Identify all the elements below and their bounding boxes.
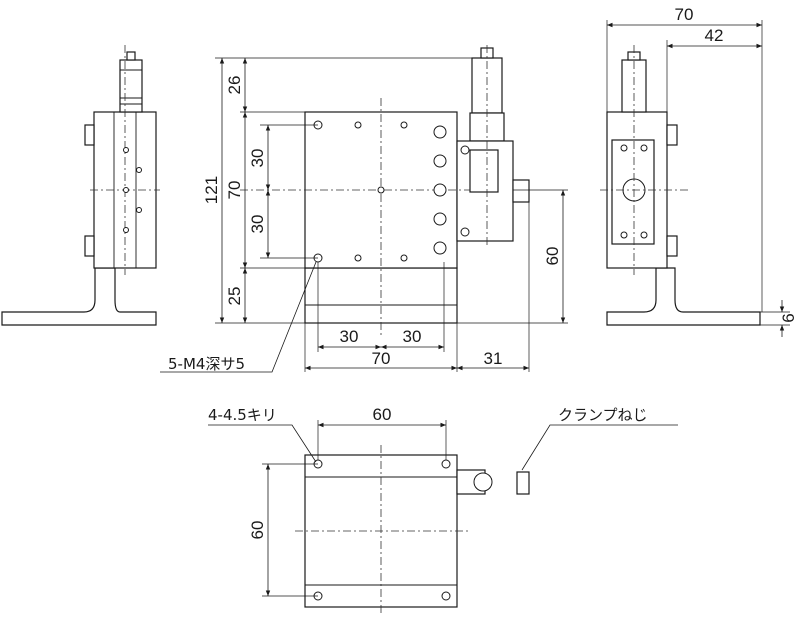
dim-hole-pitch-left: 30 [340,327,359,346]
front-clamp-screw [512,179,530,203]
left-screw-mark [136,207,142,213]
tapped-hole [354,121,362,129]
dim-overall-height: 121 [202,176,221,204]
dim-clamp-height: 60 [543,247,562,266]
through-hole [441,591,451,601]
leader-tapped-holes [160,261,317,373]
bottom-view [295,445,530,615]
label-clamp-screw: クランプねじ [558,406,648,424]
front-micrometer-barrel [471,57,503,114]
dim-base-hole-pitch-x: 60 [373,405,392,424]
left-screw-mark [123,227,129,233]
left-lock-knob-upper [84,124,95,146]
dim-clamp-offset: 31 [484,349,503,368]
label-through-holes: 4-4.5キリ [208,406,277,424]
dim-hole-pitch-right: 30 [403,327,422,346]
dim-base-hole-pitch-y: 60 [248,521,267,540]
base-clamp-screw [516,471,530,495]
dim-bottom-gap: 25 [225,287,244,306]
left-base-bracket [1,267,157,326]
leader-through-holes [208,424,317,463]
dim-base-thickness: 6 [779,313,798,322]
dim-side-offset: 42 [705,26,724,45]
label-tapped-holes: 5-M4深サ5 [168,355,245,373]
dimension-text: 70 42 26 121 70 30 30 25 60 6 30 30 70 3… [168,5,798,539]
dim-center-span: 70 [225,181,244,200]
tapped-hole [400,121,408,129]
right-side-view [600,45,761,326]
tapped-hole [354,254,362,262]
left-side-view [1,45,160,326]
through-hole [441,459,451,469]
left-lock-knob-lower [84,235,95,257]
left-screw-mark [123,187,129,193]
right-lock-knob-lower [666,235,678,257]
dimension-lines [160,20,790,597]
right-lock-knob-upper [666,124,678,146]
left-micrometer-cap [126,51,136,61]
front-clamp-slide [469,149,499,193]
right-base-bracket [606,267,761,326]
tapped-hole [400,254,408,262]
dim-upper-pitch: 30 [248,149,267,168]
leader-clamp-screw [521,424,678,471]
left-screw-mark [123,147,129,153]
dim-table-width: 70 [372,349,391,368]
front-view [240,45,530,335]
dim-top-gap: 26 [225,76,244,95]
right-clamp-plate [611,139,655,245]
dim-side-width: 70 [675,5,694,24]
tapped-hole [377,186,385,194]
left-screw-mark [136,167,142,173]
dim-lower-pitch: 30 [248,215,267,234]
